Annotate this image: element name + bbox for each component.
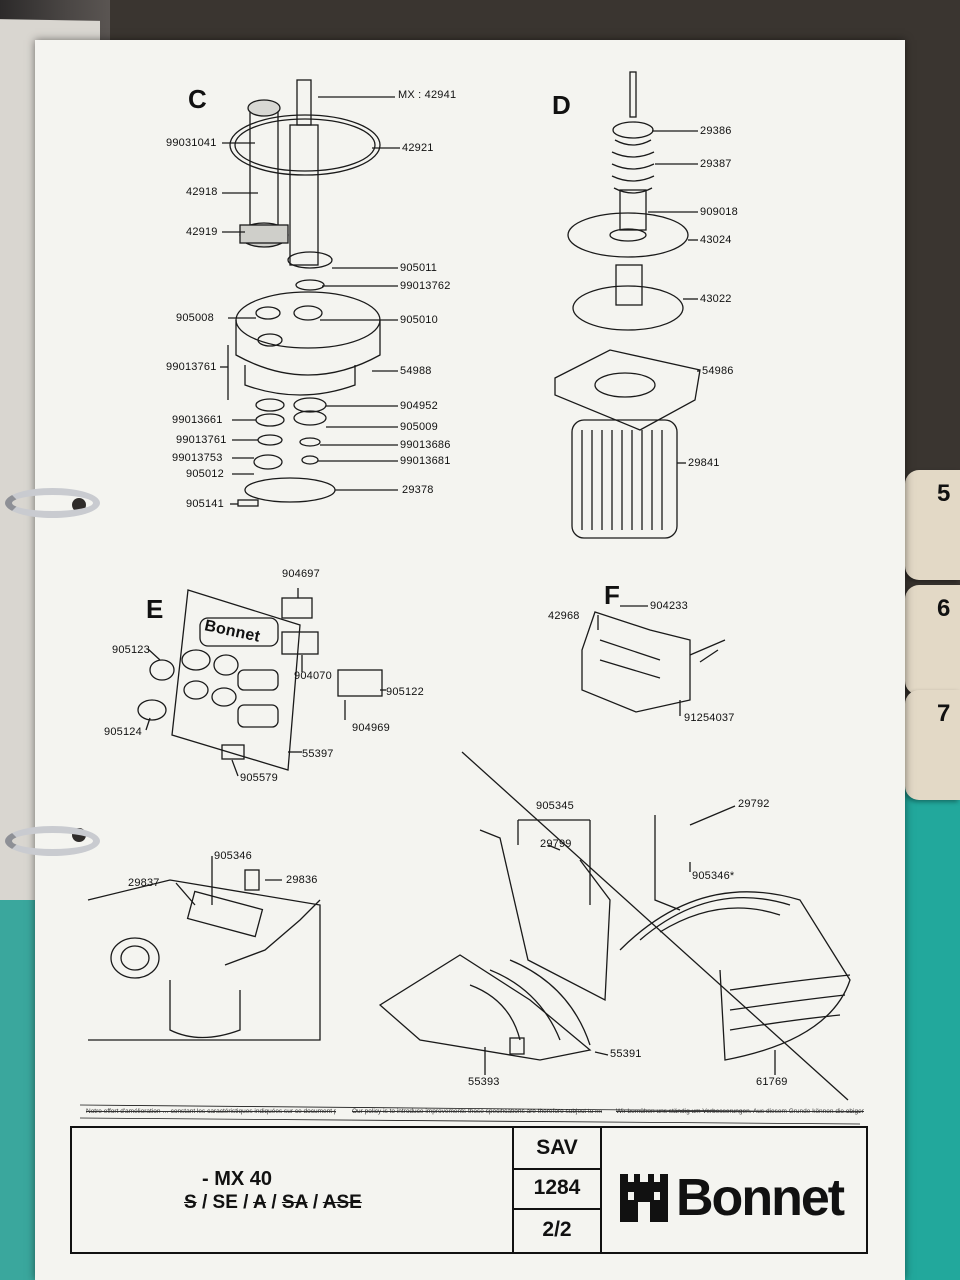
- part-label: 43022: [700, 293, 732, 305]
- divider-tab-label: 5: [937, 480, 951, 507]
- variant-kept: SE: [212, 1192, 238, 1213]
- page-number: 2/2: [512, 1208, 602, 1252]
- part-label: 55391: [610, 1048, 642, 1060]
- model-name: - MX 40: [202, 1168, 273, 1190]
- part-label: 29386: [700, 125, 732, 137]
- part-label: 905123: [112, 644, 150, 656]
- part-label: 905008: [176, 312, 214, 324]
- part-label: 99013761: [176, 434, 227, 446]
- part-label: 904969: [352, 722, 390, 734]
- part-label: 29836: [286, 874, 318, 886]
- divider-tab-label: 7: [937, 700, 951, 727]
- divider-tab-5[interactable]: 5: [905, 470, 960, 580]
- title-block: - MX 40 S / SE / A / SA / ASE SAV 1284 2…: [70, 1126, 868, 1254]
- divider-tab-label: 6: [937, 595, 951, 622]
- part-label: 42919: [186, 226, 218, 238]
- variant-struck: ASE: [322, 1192, 362, 1213]
- part-label: 42968: [548, 610, 580, 622]
- part-label: 91254037: [684, 712, 735, 724]
- notice-german: Wir bemühen uns ständig um Verbesserunge…: [616, 1108, 864, 1115]
- part-label: 55393: [468, 1076, 500, 1088]
- notice-english: Our policy is to introduce improvements …: [352, 1108, 602, 1115]
- section-letter-f: F: [604, 580, 620, 610]
- part-label: 905345: [536, 800, 574, 812]
- divider-tab-6[interactable]: 6: [905, 585, 960, 695]
- part-label: 99013753: [172, 452, 223, 464]
- part-label: 29841: [688, 457, 720, 469]
- variant-struck: A: [253, 1192, 267, 1213]
- part-label: 909018: [700, 206, 738, 218]
- sav-label: SAV: [512, 1128, 602, 1170]
- section-letter-d: D: [552, 90, 571, 120]
- document-number: 1284: [512, 1168, 602, 1210]
- binder-ring: [5, 826, 100, 856]
- section-letter-c: C: [188, 84, 207, 114]
- part-label: 29837: [128, 877, 160, 889]
- part-label: 905012: [186, 468, 224, 480]
- part-label: 43024: [700, 234, 732, 246]
- part-label: 905122: [386, 686, 424, 698]
- divider-tab-7[interactable]: 7: [905, 690, 960, 800]
- part-label: 54988: [400, 365, 432, 377]
- part-label: 99013661: [172, 414, 223, 426]
- part-label: 99013762: [400, 280, 451, 292]
- castle-icon: [620, 1174, 668, 1222]
- notice-french: Notre effort d'amélioration … constant l…: [86, 1108, 336, 1115]
- part-label: 29378: [402, 484, 434, 496]
- part-label: 29387: [700, 158, 732, 170]
- part-label: 904952: [400, 400, 438, 412]
- part-label: 29792: [738, 798, 770, 810]
- part-label: 905009: [400, 421, 438, 433]
- part-label: 42918: [186, 186, 218, 198]
- binder-ring: [5, 488, 100, 518]
- part-label: 904233: [650, 600, 688, 612]
- part-label: 99013686: [400, 439, 451, 451]
- teal-folder-right: [900, 780, 960, 1280]
- part-label: 905141: [186, 498, 224, 510]
- part-label: 904070: [294, 670, 332, 682]
- bonnet-logo: Bonnet: [618, 1168, 845, 1228]
- part-label: 55397: [302, 748, 334, 760]
- part-label: 905011: [400, 262, 438, 274]
- part-label: 905346*: [692, 870, 735, 882]
- part-label: 905124: [104, 726, 142, 738]
- part-label: 905010: [400, 314, 438, 326]
- part-label: 99031041: [166, 137, 217, 149]
- teal-folder-left: [0, 900, 40, 1280]
- part-label: 904697: [282, 568, 320, 580]
- brand-name: Bonnet: [676, 1169, 845, 1227]
- variant-struck: SA: [281, 1192, 308, 1213]
- section-letter-e: E: [146, 594, 164, 624]
- part-label: 61769: [756, 1076, 788, 1088]
- part-label: 29799: [540, 838, 572, 850]
- model-variants: S / SE / A / SA / ASE: [184, 1192, 362, 1213]
- part-label: 905346: [214, 850, 252, 862]
- part-label: 99013681: [400, 455, 451, 467]
- variant-struck: S: [184, 1192, 197, 1213]
- part-label: 905579: [240, 772, 278, 784]
- part-label: MX : 42941: [398, 89, 457, 101]
- part-label: 99013761: [166, 361, 217, 373]
- part-label: 42921: [402, 142, 434, 154]
- part-label: 54986: [702, 365, 734, 377]
